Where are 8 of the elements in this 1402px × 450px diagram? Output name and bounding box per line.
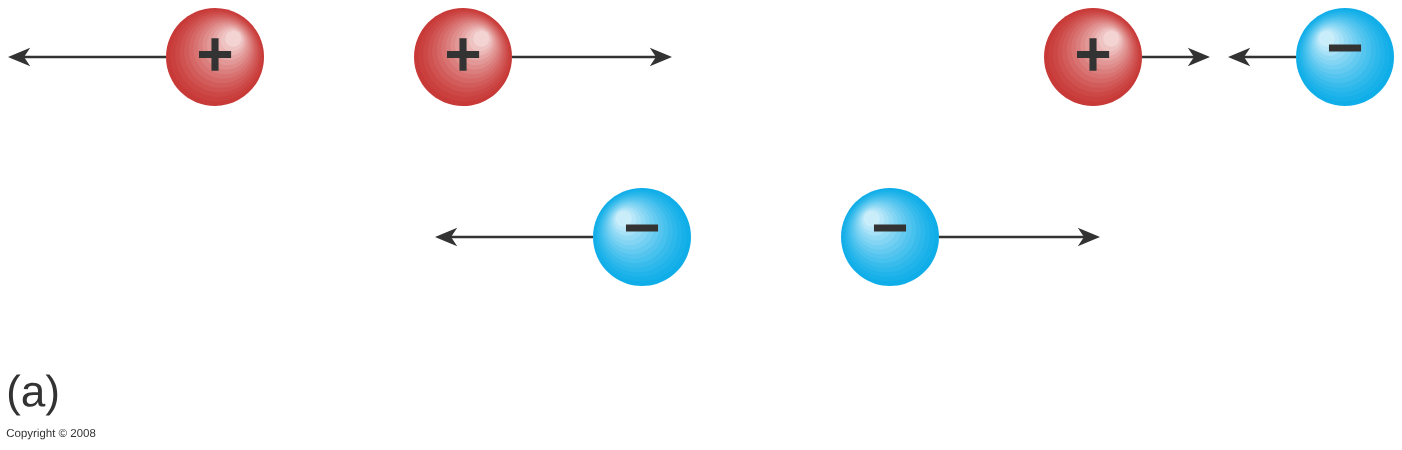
charge-ball: + — [1044, 8, 1142, 106]
charge-ball: − — [593, 188, 691, 286]
charge-ball: + — [166, 8, 264, 106]
copyright-note: Copyright © 2008 — [6, 428, 96, 440]
panel-label: (a) — [8, 374, 58, 416]
charge-ball: + — [414, 8, 512, 106]
charge-ball: − — [1296, 8, 1394, 106]
charge-ball: − — [841, 188, 939, 286]
